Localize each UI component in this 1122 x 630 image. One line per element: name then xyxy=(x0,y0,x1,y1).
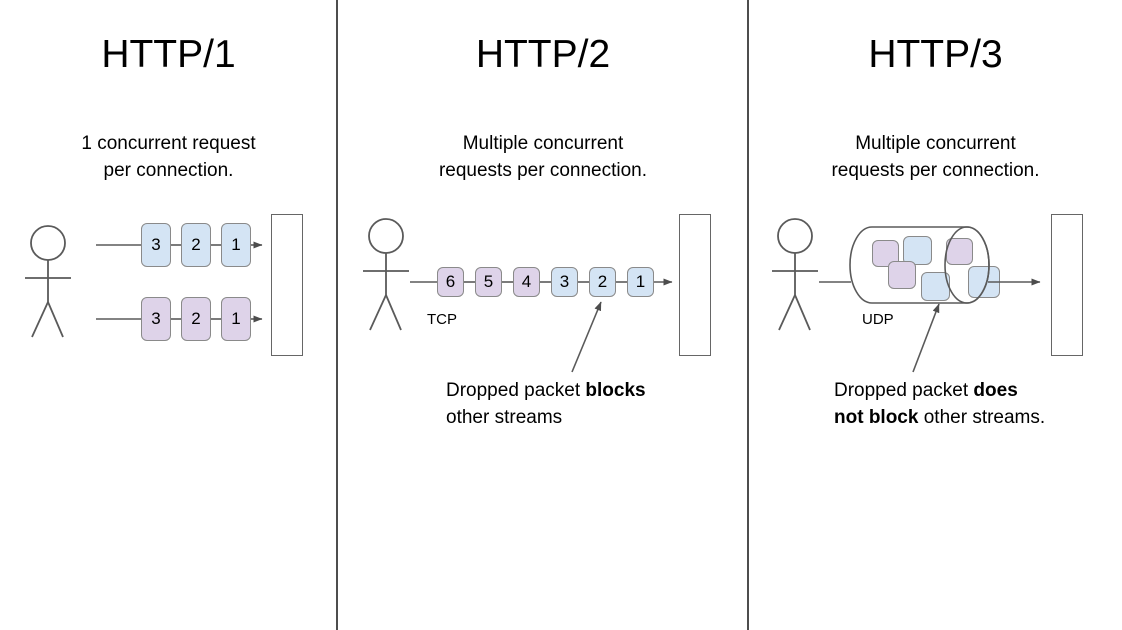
caption-http2-line2-normal: other streams xyxy=(446,407,563,428)
caption-http3-line2-normal: other streams. xyxy=(918,407,1046,428)
packet-http2-5: 5 xyxy=(475,267,502,297)
caption-http2-line1-normal: Dropped packet xyxy=(446,380,586,401)
packet-http1-c2-1: 1 xyxy=(221,297,251,341)
panel-title-http2: HTTP/2 xyxy=(475,33,611,76)
packet-http1-c2-3: 3 xyxy=(141,297,171,341)
packet-http2-4: 4 xyxy=(513,267,540,297)
caption-http3-line2: not block other streams. xyxy=(834,404,1122,431)
caption-http2-line1-bold: blocks xyxy=(585,380,646,401)
transport-label-udp: UDP xyxy=(862,311,894,328)
packet-http3-4 xyxy=(921,272,950,301)
server-bar-http3 xyxy=(1051,214,1083,356)
panel-subtitle-http2-line2: requests per connection. xyxy=(438,160,648,181)
panel-subtitle-http1-line1: 1 concurrent request xyxy=(81,133,256,154)
caption-http3-line2-bold: not block xyxy=(834,407,919,428)
panel-divider-1 xyxy=(336,0,338,630)
panel-http1: HTTP/1 1 concurrent request per connecti… xyxy=(0,0,337,630)
packet-http1-c1-3: 3 xyxy=(141,223,171,267)
server-bar-http2 xyxy=(679,214,711,356)
panel-subtitle-http2-line1: Multiple concurrent xyxy=(462,133,624,154)
caption-http2-line1: Dropped packet blocks xyxy=(446,377,736,404)
server-bar-http1 xyxy=(271,214,303,356)
transport-label-tcp: TCP xyxy=(427,311,457,328)
panel-subtitle-http1-line2: per connection. xyxy=(103,160,234,181)
caption-http3-line1: Dropped packet does xyxy=(834,377,1122,404)
caption-http2: Dropped packet blocks other streams xyxy=(446,377,736,431)
packet-http3-3 xyxy=(888,261,916,289)
packet-http2-6: 6 xyxy=(437,267,464,297)
panel-subtitle-http3-line2: requests per connection. xyxy=(831,160,1040,181)
packet-http1-c1-1: 1 xyxy=(221,223,251,267)
packet-http2-3: 3 xyxy=(551,267,578,297)
packet-http3-6 xyxy=(968,266,1000,298)
panel-title-http1: HTTP/1 xyxy=(101,33,236,76)
caption-http3: Dropped packet does not block other stre… xyxy=(834,377,1122,431)
packet-http2-1: 1 xyxy=(627,267,654,297)
packet-http2-2: 2 xyxy=(589,267,616,297)
panel-subtitle-http3-line1: Multiple concurrent xyxy=(855,133,1016,154)
panel-title-http3: HTTP/3 xyxy=(868,33,1003,76)
packet-http1-c1-2: 2 xyxy=(181,223,211,267)
panel-http2: HTTP/2 Multiple concurrent requests per … xyxy=(338,0,748,630)
panel-divider-2 xyxy=(747,0,749,630)
caption-http3-line1-bold: does xyxy=(973,380,1018,401)
packet-http1-c2-2: 2 xyxy=(181,297,211,341)
panel-http3: HTTP/3 Multiple concurrent requests per … xyxy=(749,0,1122,630)
caption-http2-line2: other streams xyxy=(446,404,736,431)
caption-http3-line1-normal: Dropped packet xyxy=(834,380,974,401)
packet-http3-5 xyxy=(946,238,973,265)
